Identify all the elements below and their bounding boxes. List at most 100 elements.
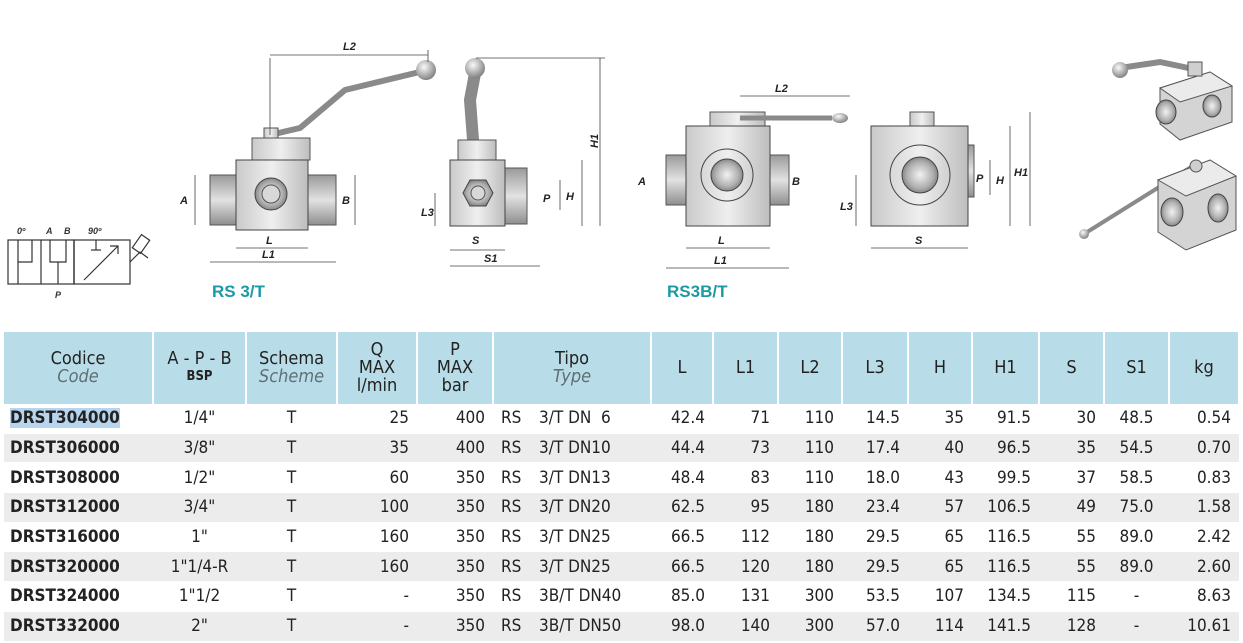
- rs3bt-front-dimensions: [666, 95, 850, 269]
- cell-code-value[interactable]: DRST324000: [10, 586, 120, 607]
- cell-l3-value: 23.4: [865, 497, 900, 518]
- cell-s: 49: [1039, 492, 1104, 523]
- cell-code-value[interactable]: DRST320000: [10, 556, 120, 577]
- cell-s-value: 115: [1066, 586, 1096, 607]
- cell-code-value[interactable]: DRST304000: [10, 408, 120, 429]
- cell-type-model: 3/T DN25: [539, 527, 611, 548]
- cell-type-series: RS: [501, 467, 522, 488]
- cell-scheme: T: [246, 522, 337, 553]
- cell-code-value[interactable]: DRST332000: [10, 616, 120, 637]
- cell-code: DRST312000: [4, 492, 153, 523]
- cell-scheme: T: [246, 462, 337, 494]
- cell-l1-value: 71: [750, 408, 770, 429]
- cell-type-series: RS: [501, 438, 522, 459]
- technical-drawings: 0º A B 90º P L2 L L1 A B: [7, 41, 1238, 300]
- cell-l3-value: 57.0: [865, 616, 900, 637]
- cell-kg-value: 0.83: [1196, 467, 1231, 488]
- cell-scheme-value: T: [286, 408, 297, 429]
- dim-label-l2-rs3t: L2: [343, 41, 356, 53]
- cell-l1: 120: [713, 551, 778, 583]
- cell-kg: 0.70: [1169, 433, 1239, 464]
- cell-s1-value: 48.5: [1119, 408, 1154, 429]
- cell-type-model: 3/T DN25: [539, 556, 611, 577]
- header-h: H: [908, 332, 973, 404]
- cell-l: 98.0: [651, 611, 713, 642]
- cell-code-value[interactable]: DRST312000: [10, 497, 120, 518]
- cell-scheme-value: T: [286, 438, 297, 459]
- cell-l1: 83: [713, 462, 778, 494]
- cell-scheme-value: T: [286, 467, 297, 488]
- cell-scheme-value: T: [286, 497, 297, 518]
- cell-s1: -: [1104, 581, 1169, 612]
- cell-p-max-value: 400: [455, 438, 485, 459]
- cell-l2-value: 110: [804, 438, 834, 459]
- cell-h-value: 40: [944, 438, 964, 459]
- cell-kg-value: 0.70: [1196, 438, 1231, 459]
- cell-code: DRST304000: [4, 404, 153, 434]
- cell-s1: 58.5: [1104, 462, 1169, 494]
- cell-p-max: 350: [417, 492, 493, 523]
- cell-apb: 1/4": [153, 404, 246, 434]
- rs3t-front-view: [209, 60, 436, 231]
- cell-scheme-value: T: [286, 616, 297, 637]
- cell-l1: 131: [713, 581, 778, 612]
- cell-q-max: 35: [337, 433, 417, 464]
- cell-l1: 112: [713, 522, 778, 553]
- cell-apb: 3/8": [153, 433, 246, 464]
- cell-h1: 116.5: [972, 522, 1039, 553]
- cell-p-max-value: 350: [455, 616, 485, 637]
- dim-label-p-rs3t: P: [543, 193, 551, 205]
- cell-s1: 75.0: [1104, 492, 1169, 523]
- cell-s-value: 55: [1076, 527, 1096, 548]
- cell-type-model: 3/T DN20: [539, 497, 611, 518]
- header-l2: L2: [778, 332, 843, 404]
- cell-p-max-value: 350: [455, 556, 485, 577]
- cell-scheme: T: [246, 492, 337, 523]
- dim-label-h1-rs3bt: H1: [1014, 167, 1028, 179]
- cell-h1: 141.5: [972, 611, 1039, 642]
- cell-kg-value: 8.63: [1196, 586, 1231, 607]
- rs3bt-front-view: [665, 111, 848, 227]
- cell-l1: 71: [713, 404, 778, 434]
- cell-type-model: 3/T DN 6: [539, 408, 611, 429]
- dim-label-h1-rs3t: H1: [589, 134, 601, 148]
- dim-label-b-rs3bt: B: [792, 176, 800, 188]
- cell-code-value[interactable]: DRST308000: [10, 467, 120, 488]
- cell-h: 40: [908, 433, 972, 464]
- cell-scheme-value: T: [286, 586, 297, 607]
- cell-l1-value: 112: [740, 527, 770, 548]
- cell-l-value: 48.4: [670, 467, 705, 488]
- caption-rs3t: RS 3/T: [212, 282, 265, 301]
- cell-l2-value: 180: [804, 497, 834, 518]
- header-l: L: [651, 332, 714, 404]
- cell-kg: 0.54: [1169, 404, 1239, 434]
- header-s: S: [1039, 332, 1105, 404]
- cell-kg: 10.61: [1169, 611, 1239, 642]
- cell-l2-value: 110: [804, 408, 834, 429]
- cell-l3-value: 29.5: [865, 527, 900, 548]
- cell-scheme: T: [246, 581, 337, 612]
- cell-p-max: 350: [417, 462, 493, 494]
- cell-l3: 29.5: [842, 551, 908, 583]
- cell-code: DRST306000: [4, 433, 153, 464]
- cell-q-max-value: 35: [389, 438, 409, 459]
- header-h1: H1: [972, 332, 1040, 404]
- cell-l: 48.4: [651, 462, 713, 494]
- cell-code-value[interactable]: DRST306000: [10, 438, 120, 459]
- cell-h: 43: [908, 462, 972, 494]
- cell-l-value: 62.5: [670, 497, 705, 518]
- cell-p-max: 400: [417, 404, 493, 434]
- cell-code-value[interactable]: DRST316000: [10, 527, 120, 548]
- cell-s1: 89.0: [1104, 522, 1169, 553]
- schematic-label-b: B: [64, 226, 71, 236]
- cell-p-max-value: 350: [455, 467, 485, 488]
- header-s1: S1: [1104, 332, 1170, 404]
